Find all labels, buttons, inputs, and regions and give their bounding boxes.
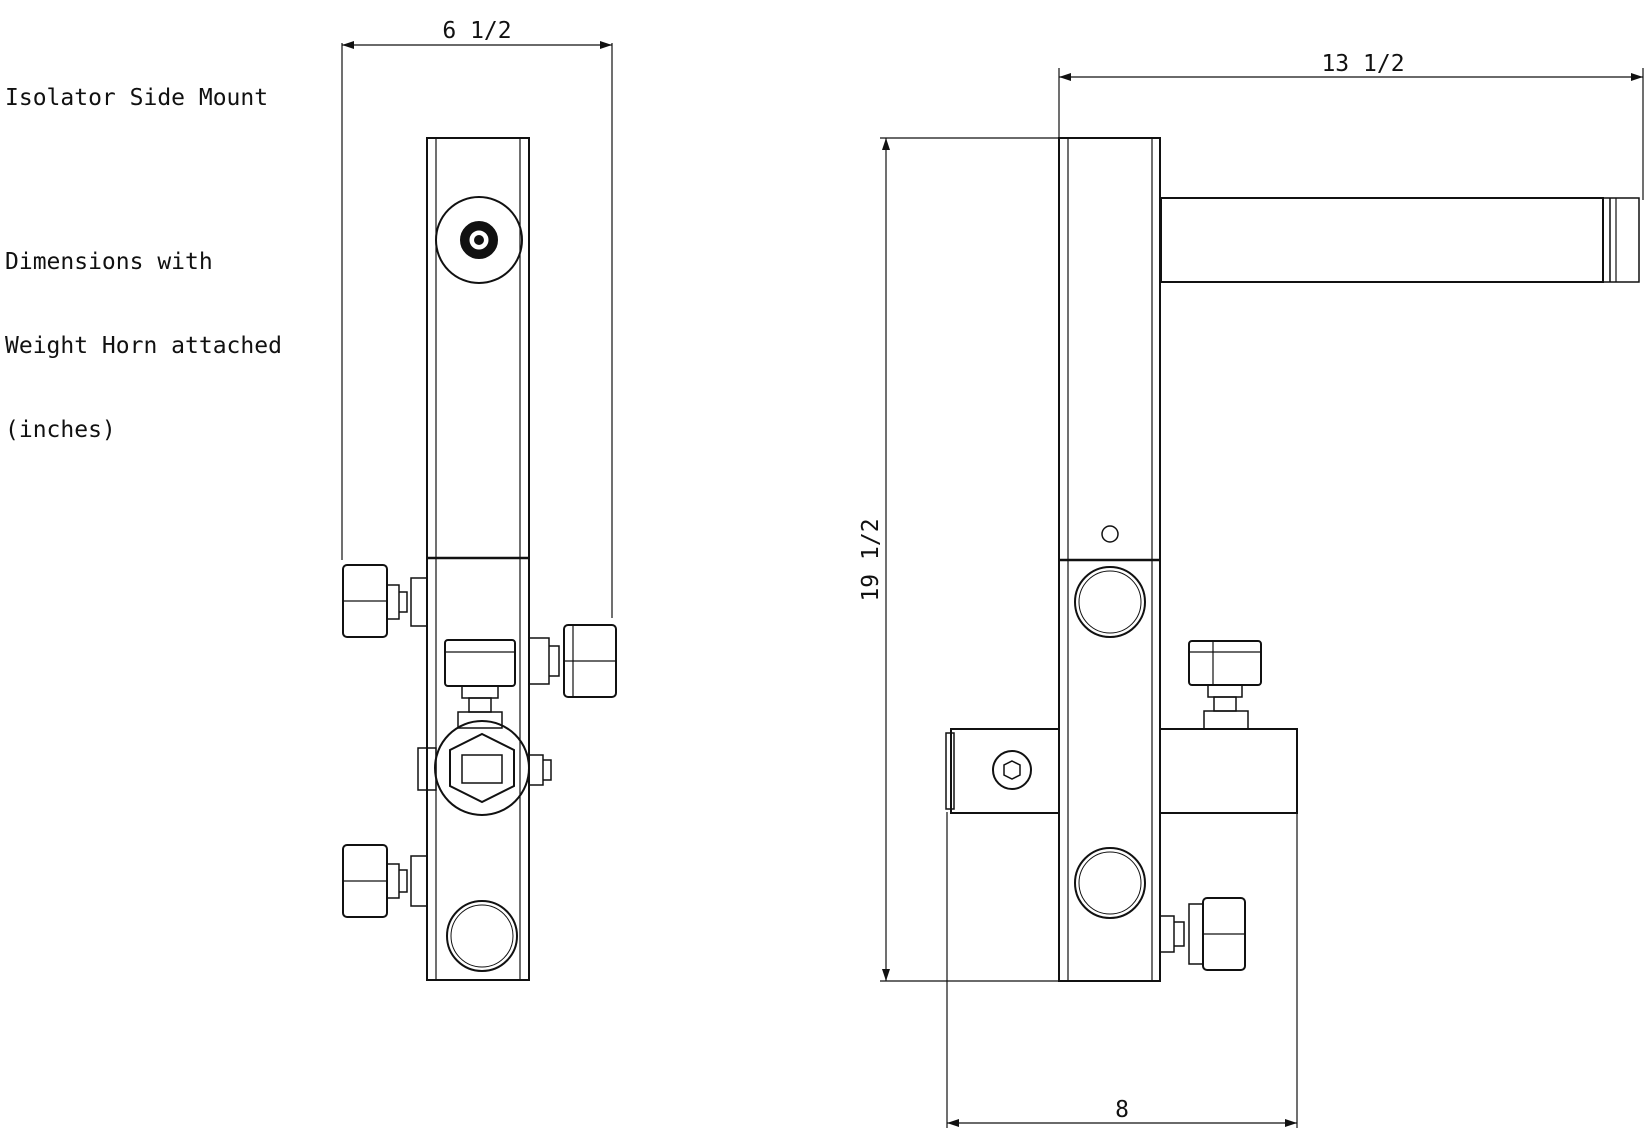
front-horn-cap (435, 196, 523, 284)
side-upper-bolt (1074, 566, 1146, 638)
drawing-title: Isolator Side Mount (5, 85, 269, 111)
height-dimension (880, 137, 1059, 982)
front-bottom-bolt (446, 900, 518, 972)
side-pin-hole (1101, 525, 1119, 543)
side-lower-bolt (1074, 847, 1146, 919)
side-width-dimension (1058, 68, 1644, 200)
caption-line-3: (inches) (5, 417, 116, 443)
front-left-lower-knob (342, 844, 428, 918)
front-left-upper-knob (342, 564, 428, 638)
base-width-label: 8 (1115, 1097, 1129, 1123)
front-hex-clamp (417, 720, 552, 816)
front-view: 6 1/2 (341, 18, 617, 981)
caption-line-1: Dimensions with (5, 249, 213, 275)
base-width-dimension (946, 812, 1298, 1128)
side-top-knob (1188, 640, 1262, 730)
side-lower-knob (1159, 897, 1246, 971)
front-right-knob (528, 624, 617, 698)
drawing-caption: Isolator Side Mount Dimensions with Weig… (5, 28, 282, 472)
side-view: 13 1/2 19 1/2 8 (858, 51, 1644, 1128)
front-width-label: 6 1/2 (442, 18, 511, 44)
front-width-dimension (341, 41, 613, 618)
caption-line-2: Weight Horn attached (5, 333, 282, 359)
height-label: 19 1/2 (858, 518, 884, 601)
side-width-label: 13 1/2 (1321, 51, 1404, 77)
front-center-knob (444, 639, 516, 729)
weight-horn (1160, 197, 1640, 283)
